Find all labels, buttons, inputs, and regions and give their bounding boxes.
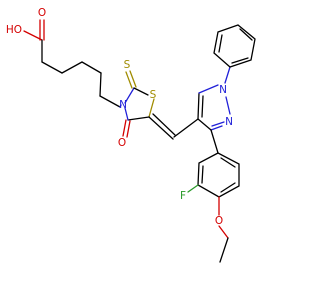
bond-chain-2 bbox=[41, 61, 63, 74]
bond-oh-c bbox=[23, 30, 43, 41]
hydroxyl-label: HO bbox=[6, 24, 22, 36]
bond-c2-s-double-b bbox=[129, 70, 137, 88]
bond-chain-6 bbox=[99, 95, 121, 108]
bond-lines bbox=[23, 19, 256, 263]
bond-pz-c5-n1 bbox=[198, 84, 219, 94]
bond-n-c2 bbox=[124, 87, 135, 104]
aryl-double-1 bbox=[201, 165, 204, 184]
bond-s1-c5 bbox=[148, 98, 155, 118]
ring-nitrogen-label: N bbox=[119, 99, 127, 111]
atom-labels: HO O S S N O N N F O bbox=[6, 7, 233, 227]
bond-chain-3 bbox=[61, 61, 83, 74]
aryl-double-2 bbox=[220, 182, 236, 193]
fluorine-label: F bbox=[180, 190, 186, 202]
bond-c2-s1 bbox=[133, 87, 149, 96]
bond-pz-c4-c5-inner bbox=[201, 95, 204, 118]
bond-exo-double-a bbox=[148, 116, 174, 140]
bond-pz-c3-c4 bbox=[197, 118, 212, 131]
thione-sulfur-label: S bbox=[124, 59, 131, 71]
bond-ch-pyrazole bbox=[173, 118, 199, 138]
phenyl-double-2 bbox=[239, 28, 253, 41]
bond-pz-c4-c5 bbox=[197, 92, 200, 120]
bond-n1-phenyl bbox=[224, 66, 231, 84]
acid-carbonyl-oxygen-label: O bbox=[38, 7, 46, 19]
bond-c4-o-double-b bbox=[126, 120, 131, 138]
bond-ch2-ch3 bbox=[219, 237, 229, 263]
bond-pz-n2-c3-b bbox=[211, 121, 225, 127]
bond-c5-c4 bbox=[127, 116, 150, 121]
aryl-double-3 bbox=[220, 157, 236, 168]
chemical-structure-diagram: HO O S S N O N N F O bbox=[6, 7, 256, 263]
bond-c4-o-double-a bbox=[122, 119, 127, 137]
bond-chain-4 bbox=[81, 61, 102, 74]
bond-aryl-f bbox=[187, 184, 199, 193]
bond-chain-n bbox=[119, 104, 122, 108]
pyrazole-n1-label: N bbox=[219, 84, 227, 96]
ether-oxygen-label: O bbox=[215, 215, 223, 227]
bond-c2-s-double-a bbox=[125, 71, 133, 89]
phenyl-ring bbox=[213, 24, 256, 68]
bond-c3-aryl bbox=[210, 129, 219, 154]
ring-sulfur-label: S bbox=[150, 89, 157, 101]
aryl-ring bbox=[197, 152, 240, 198]
phenyl-double-1 bbox=[218, 34, 223, 53]
pyrazole-n2-label: N bbox=[225, 116, 233, 128]
bond-pz-n1-n2 bbox=[225, 96, 231, 115]
phenyl-double-3 bbox=[231, 57, 249, 64]
bond-o-ch2 bbox=[218, 225, 229, 239]
bond-c4-n bbox=[124, 107, 129, 121]
bond-chain-5 bbox=[99, 72, 102, 97]
bond-pz-n2-c3-a bbox=[210, 125, 223, 131]
ring-carbonyl-oxygen-label: O bbox=[118, 137, 126, 149]
bond-exo-double-b bbox=[152, 113, 176, 136]
